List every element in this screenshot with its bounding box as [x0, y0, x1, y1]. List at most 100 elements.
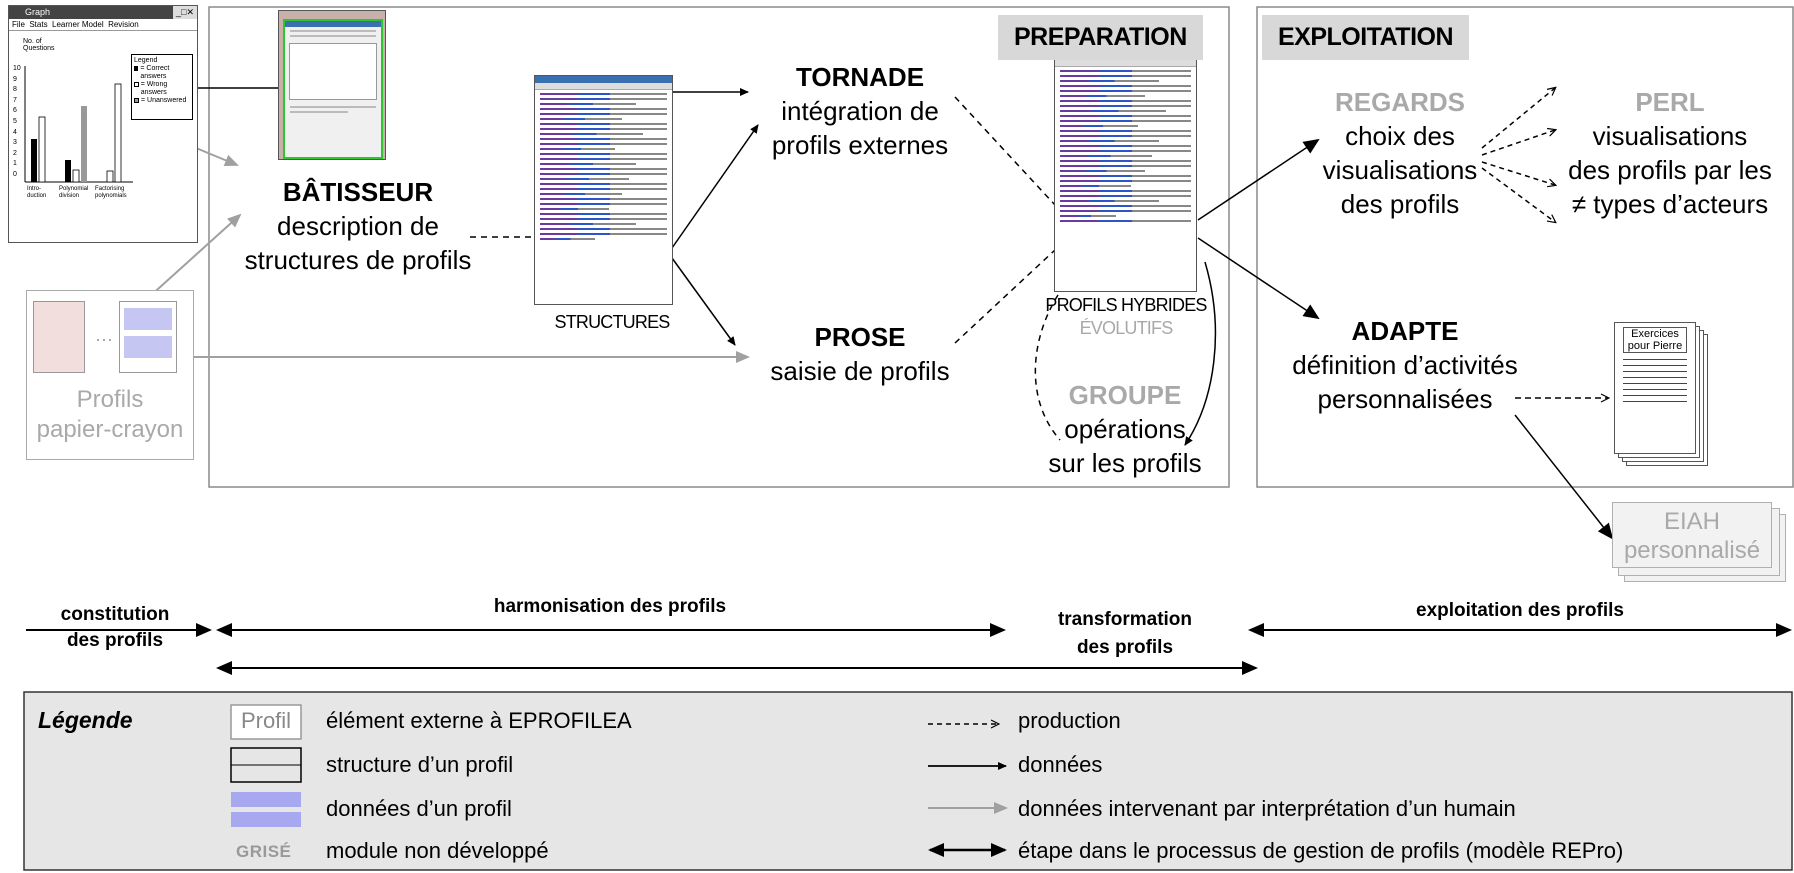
batisseur-desc2: structures de profils: [244, 245, 472, 275]
prose-module: PROSE saisie de profils: [760, 320, 960, 388]
tornade-desc2: profils externes: [771, 130, 949, 160]
graph-bars: [24, 66, 133, 183]
graph-window-title: Graph: [25, 7, 51, 17]
papier-crayon-box: ··· Profils papier-crayon: [26, 290, 194, 460]
bar-unanswered-poly: [81, 106, 87, 182]
papier-crayon-label: Profils papier-crayon: [27, 385, 193, 445]
legend-item-human-data: données intervenant par interprétation d…: [1018, 796, 1516, 821]
graph-window-titlebar: Graph _□✕: [9, 6, 197, 19]
graph-legend-title: Legend: [134, 57, 158, 64]
graph-legend: Legend = Correct answers = Wrong answers…: [131, 54, 193, 120]
groupe-desc2: sur les profils: [1048, 448, 1202, 478]
menu-revision[interactable]: Revision: [108, 20, 139, 29]
graph-window: Graph _□✕ File Stats Learner Model Revisi…: [8, 5, 198, 243]
tornade-desc1: intégration de: [781, 96, 939, 126]
perl-name: PERL: [1635, 87, 1705, 117]
bar-wrong-intro: [38, 116, 46, 183]
graph-legend-item: = Correct answers: [140, 65, 170, 80]
legend-item-donnees: données d’un profil: [326, 796, 512, 821]
preparation-header: PREPARATION: [998, 15, 1203, 60]
ytick: 10: [13, 65, 21, 72]
tornade-module: TORNADE intégration de profils externes: [760, 60, 960, 162]
legend-frame: [23, 691, 1793, 871]
legend-grise-label: GRISÉ: [236, 842, 292, 861]
regards-desc2: visualisations: [1322, 155, 1478, 185]
paper-sheet-pink: [33, 301, 85, 373]
preparation-frame: [208, 6, 1230, 488]
legend-title: Légende: [38, 707, 133, 733]
groupe-module: GROUPE opérations sur les profils: [1040, 378, 1210, 480]
legend-item-non-developpe: module non développé: [326, 838, 549, 863]
exercices-line1: Exercices: [1631, 328, 1679, 340]
bar-unanswered-fact: [114, 83, 122, 183]
structures-screenshot: [534, 75, 673, 305]
exploitation-frame: [1256, 6, 1794, 488]
legend-item-step: étape dans le processus de gestion de pr…: [1018, 838, 1624, 863]
eiah-line1: EIAH: [1663, 508, 1720, 535]
papier-line1: Profils: [76, 386, 144, 413]
regards-module: REGARDS choix des visualisations des pro…: [1310, 85, 1490, 221]
legend-item-data: données: [1018, 752, 1103, 777]
timeline-transformation: transformation des profils: [1010, 606, 1240, 662]
timeline-transformation-line1: transformation: [1057, 609, 1193, 630]
graph-legend-item: = Unanswered: [141, 97, 187, 104]
graph-ylabel: No. of Questions: [23, 38, 55, 52]
timeline-harmonisation: harmonisation des profils: [493, 596, 727, 617]
ytick: 0: [13, 170, 17, 178]
graph-cat: Factorising polynomials: [95, 186, 127, 199]
legend-profil-box-label: Profil: [240, 708, 292, 733]
tornade-name: TORNADE: [795, 62, 925, 92]
structures-caption: STRUCTURES: [554, 312, 670, 332]
prose-desc1: saisie de profils: [770, 356, 950, 386]
perl-desc3: ≠ types d’acteurs: [1571, 189, 1769, 219]
ytick: 9: [13, 75, 17, 83]
adapte-desc1: définition d’activités: [1292, 350, 1518, 380]
timeline-constitution-line1: constitution: [60, 604, 170, 625]
profils-hybrides-caption: PROFILS HYBRIDES ÉVOLUTIFS: [1036, 294, 1216, 340]
eiah-line2: personnalisé: [1623, 537, 1761, 564]
batisseur-module: BÂTISSEUR description de structures de p…: [238, 175, 478, 277]
regards-desc3: des profils: [1340, 189, 1460, 219]
legend-item-structure: structure d’un profil: [326, 752, 514, 777]
bar-wrong-fact: [106, 170, 114, 183]
adapte-desc2: personnalisées: [1317, 384, 1493, 414]
ytick: 8: [13, 86, 17, 94]
bar-wrong-poly: [72, 169, 80, 183]
perl-desc1: visualisations: [1592, 121, 1748, 151]
exercices-label: Exercices pour Pierre: [1623, 327, 1687, 353]
batisseur-screenshot: [278, 10, 386, 160]
window-controls-icon[interactable]: _□✕: [173, 6, 197, 19]
ytick: 1: [13, 160, 17, 168]
bar-correct-intro: [31, 139, 37, 182]
menu-file[interactable]: File: [12, 20, 25, 29]
ytick: 6: [13, 107, 17, 115]
perl-desc2: des profils par les: [1568, 155, 1772, 185]
paper-sheet-blue: [119, 301, 177, 373]
legend-item-production: production: [1018, 708, 1121, 733]
ytick: 7: [13, 96, 17, 104]
timeline-transformation-line2: des profils: [1076, 637, 1174, 658]
profils-hybrides-screenshot: [1054, 52, 1197, 292]
regards-name: REGARDS: [1334, 87, 1465, 117]
menu-stats[interactable]: Stats: [29, 20, 48, 29]
legend-item-external: élément externe à EPROFILEA: [326, 708, 632, 733]
papier-line2: papier-crayon: [36, 416, 184, 443]
exercices-line2: pour Pierre: [1627, 340, 1683, 352]
prose-name: PROSE: [814, 322, 906, 352]
perl-module: PERL visualisations des profils par les …: [1555, 85, 1785, 221]
menu-learner-model[interactable]: Learner Model: [52, 20, 104, 29]
ytick: 5: [13, 117, 17, 125]
graph-yticks: 10 9 8 7 6 5 4 3 2 1 0: [13, 64, 21, 181]
graph-legend-item: = Wrong answers: [140, 81, 168, 96]
adapte-name: ADAPTE: [1351, 316, 1459, 346]
profils-hybrides-line1: PROFILS HYBRIDES: [1045, 295, 1207, 315]
exploitation-header: EXPLOITATION: [1262, 15, 1470, 60]
batisseur-screenshot-frame: [283, 19, 383, 159]
graph-window-menubar: File Stats Learner Model Revision: [9, 19, 197, 31]
eiah-box: EIAH personnalisé: [1612, 502, 1772, 568]
timeline-constitution: constitution des profils: [30, 602, 200, 654]
ytick: 2: [13, 149, 17, 157]
graph-cat: Polynomial division: [59, 186, 89, 199]
bar-correct-poly: [65, 160, 71, 182]
